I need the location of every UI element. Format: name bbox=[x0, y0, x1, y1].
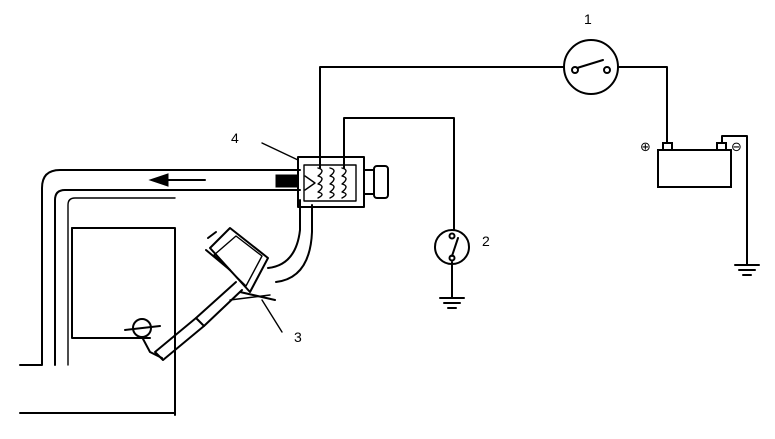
ground-icon bbox=[734, 264, 760, 276]
battery bbox=[657, 142, 732, 188]
battery-negative-symbol: ⊖ bbox=[731, 140, 742, 155]
label-solenoid-valve: 4 bbox=[231, 130, 239, 146]
vacuum-actuator bbox=[154, 199, 313, 361]
engine-block bbox=[19, 227, 176, 416]
switch-icon bbox=[563, 39, 619, 95]
throttle-linkage bbox=[124, 318, 163, 359]
label-actuator: 3 bbox=[294, 329, 302, 345]
wiring bbox=[319, 66, 748, 266]
leader-actuator bbox=[261, 299, 283, 333]
arrow-left-icon bbox=[148, 173, 206, 187]
solenoid-valve bbox=[261, 142, 389, 208]
ground-icon bbox=[439, 297, 465, 309]
switch-icon bbox=[434, 229, 470, 299]
battery-positive-symbol: ⊕ bbox=[640, 140, 651, 155]
air-duct bbox=[19, 169, 301, 366]
label-switch-lower: 2 bbox=[482, 233, 490, 249]
label-switch-top: 1 bbox=[584, 11, 592, 27]
